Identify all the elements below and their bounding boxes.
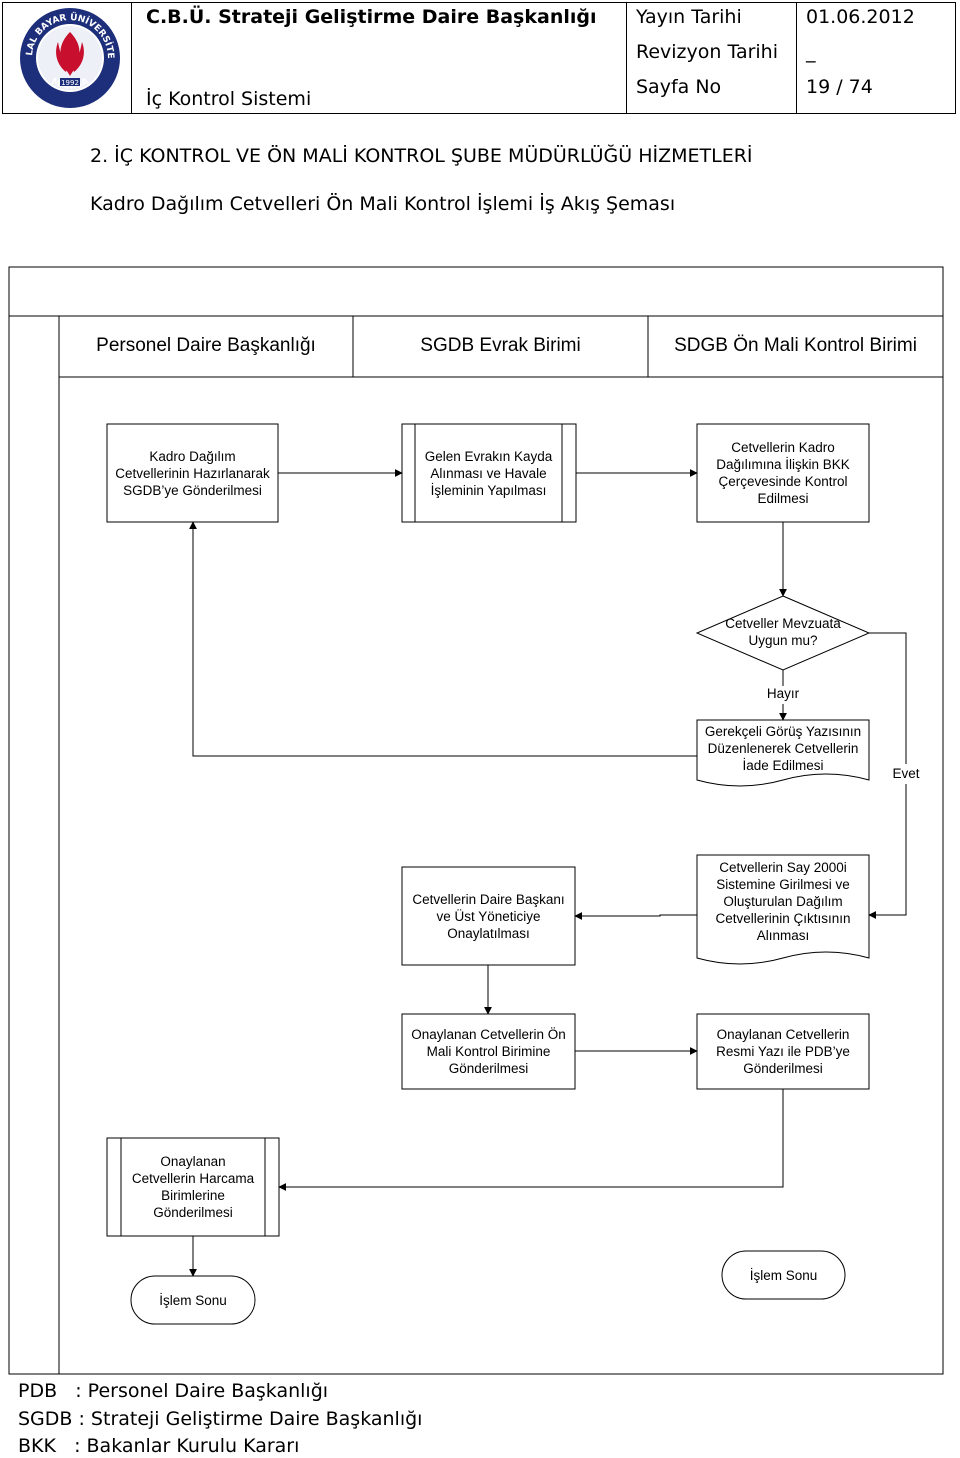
publish-date-label: Yayın Tarihi — [636, 6, 742, 28]
header-divider — [796, 3, 797, 113]
lane-header-pdb: Personel Daire Başkanlığı — [96, 335, 316, 356]
lane-header-evrak: SGDB Evrak Birimi — [420, 335, 581, 356]
document-header — [2, 2, 956, 114]
header-divider — [626, 3, 627, 113]
edge-label-yes: Evet — [892, 766, 920, 781]
system-name: İç Kontrol Sistemi — [146, 88, 312, 110]
terminator-text-end1: İşlem Sonu — [159, 1292, 227, 1308]
logo-year: 1992 — [61, 79, 79, 87]
revision-date-value: _ — [806, 41, 816, 63]
legend-bkk: BKK : Bakanlar Kurulu Kararı — [18, 1435, 300, 1457]
edge-label-no: Hayır — [766, 686, 800, 701]
revision-date-label: Revizyon Tarihi — [636, 41, 778, 63]
page-number-value: 19 / 74 — [806, 76, 873, 98]
legend-sgdb: SGDB : Strateji Geliştirme Daire Başkanl… — [18, 1408, 423, 1430]
connector-decision-yes-a — [869, 632, 907, 764]
swimlane-frame — [8, 266, 944, 1375]
publish-date-value: 01.06.2012 — [806, 6, 915, 28]
document-shape-n5 — [696, 854, 870, 965]
lane-header-onmali: SDGB Ön Mali Kontrol Birimi — [674, 335, 917, 356]
page-number-label: Sayfa No — [636, 76, 722, 98]
document-shape-n4 — [696, 719, 870, 787]
connector-return-n1 — [189, 521, 697, 757]
connector-n8-n9 — [278, 1089, 784, 1191]
header-divider — [131, 3, 132, 113]
section-title: 2. İÇ KONTROL VE ÖN MALİ KONTROL ŞUBE MÜ… — [90, 145, 753, 167]
terminator-text-end2: İşlem Sonu — [749, 1267, 818, 1283]
connector-decision-yes-b — [868, 784, 907, 919]
organization-name: C.B.Ü. Strateji Geliştirme Daire Başkanl… — [146, 6, 597, 28]
legend-pdb: PDB : Personel Daire Başkanlığı — [18, 1380, 329, 1402]
university-seal-logo: CELAL BAYAR ÜNİVERSİTESİ MANİSA 1992 — [18, 6, 120, 108]
connector-n5-n6 — [574, 912, 697, 920]
diagram-title: Kadro Dağılım Cetvelleri Ön Mali Kontrol… — [90, 193, 676, 215]
terminator-end2 — [721, 1250, 846, 1300]
